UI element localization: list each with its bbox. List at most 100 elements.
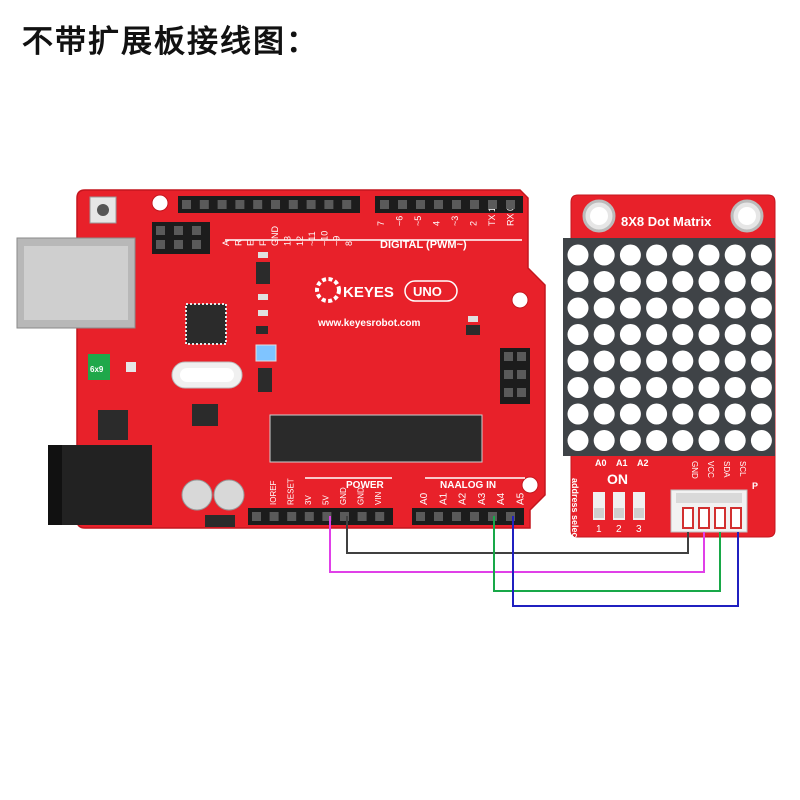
module-pin-label: SCL [738, 461, 747, 477]
header-pin [199, 200, 209, 209]
matrix-led [619, 403, 641, 425]
header-pin [252, 512, 261, 521]
matrix-led [724, 244, 746, 266]
mount-hole-1 [151, 194, 169, 212]
header-pin [504, 388, 513, 397]
module-pin-label: SDA [722, 461, 731, 478]
matrix-led [646, 297, 668, 319]
header-pin [217, 200, 227, 209]
digital-pin-label: 2 [469, 221, 479, 226]
header-pin [380, 200, 389, 209]
header-pin [488, 512, 497, 521]
wire-gnd-to-gnd [346, 516, 689, 554]
led-on [468, 316, 478, 322]
capacitor-1 [181, 479, 213, 511]
matrix-led [672, 244, 694, 266]
arduino-board: DIGITAL (PWM~) KEYES UNO www.keyesrobot.… [16, 189, 546, 529]
matrix-led [646, 350, 668, 372]
address-select-label: address select [570, 478, 580, 541]
address-label: A2 [637, 458, 649, 468]
header-pin [517, 370, 526, 379]
matrix-led [567, 350, 589, 372]
mount-hole-2 [511, 291, 529, 309]
matrix-led [567, 297, 589, 319]
matrix-led [567, 377, 589, 398]
matrix-led [593, 403, 615, 425]
matrix-led [750, 297, 772, 319]
brand-name: KEYES [343, 284, 394, 301]
analog-pin-label: A5 [516, 492, 527, 505]
power-pin-label: GND [339, 487, 348, 505]
matrix-led [646, 271, 668, 292]
power-pin-label: 5V [322, 495, 331, 505]
matrix-led [724, 377, 746, 398]
module-pin-label: VCC [706, 461, 715, 478]
matrix-led [593, 430, 615, 451]
digital-pin-label: E [246, 240, 256, 246]
matrix-led [593, 297, 615, 319]
analog-pin-label: A1 [438, 492, 449, 505]
matrix-led [698, 244, 720, 266]
header-pin [517, 352, 526, 361]
analog-pin-label: A4 [496, 492, 507, 505]
header-pin [357, 512, 367, 521]
capacitor-2 [213, 479, 245, 511]
header-pins [156, 200, 526, 521]
dip-switch-number: 2 [616, 524, 622, 535]
matrix-led [724, 350, 746, 372]
power-pin-label: VIN [374, 491, 383, 505]
module-pin [730, 507, 742, 529]
analog-pin-label: A2 [458, 492, 469, 505]
module-title: 8X8 Dot Matrix [621, 214, 712, 229]
matrix-led [672, 377, 694, 398]
header-pin [434, 512, 443, 521]
matrix-led [672, 430, 694, 451]
matrix-panel [563, 238, 775, 456]
dip-switch-number: 3 [636, 524, 642, 535]
digital-label: DIGITAL (PWM~) [380, 239, 467, 251]
matrix-led [619, 377, 641, 398]
header-pin [470, 200, 479, 209]
digital-pin-label: ~6 [395, 216, 405, 226]
matrix-led [646, 430, 668, 451]
matrix-led [672, 403, 694, 425]
header-pin [182, 200, 191, 209]
matrix-led [672, 297, 694, 319]
matrix-led [619, 271, 641, 292]
matrix-led [646, 403, 668, 425]
power-pin-label: GND [357, 487, 366, 505]
small-chip [192, 404, 218, 426]
power-pin-label: 3V [304, 495, 313, 505]
matrix-led [619, 430, 641, 451]
header-pin [235, 200, 245, 209]
matrix-led [698, 377, 720, 398]
matrix-led [698, 297, 720, 319]
matrix-led [750, 271, 772, 292]
matrix-led [724, 430, 746, 451]
matrix-led [698, 271, 720, 292]
digital-pin-label: 12 [295, 236, 305, 246]
address-label: A1 [616, 458, 628, 468]
module-pin [682, 507, 694, 529]
dip-switch-levers: 1 2 3 [593, 492, 645, 535]
digital-pin-label: RX 0 [506, 206, 516, 226]
header-pin [174, 226, 183, 235]
matrix-led [646, 244, 668, 266]
matrix-led [724, 403, 746, 425]
header-pin [288, 200, 298, 209]
dip-switch-number: 1 [596, 524, 602, 535]
matrix-led [698, 430, 720, 451]
matrix-led [619, 324, 641, 345]
header-pin [324, 200, 334, 209]
module-pin [698, 507, 710, 529]
header-pin [506, 200, 515, 209]
matrix-led [750, 350, 772, 372]
matrix-led [750, 244, 772, 266]
digital-pin-label: R [233, 239, 243, 246]
